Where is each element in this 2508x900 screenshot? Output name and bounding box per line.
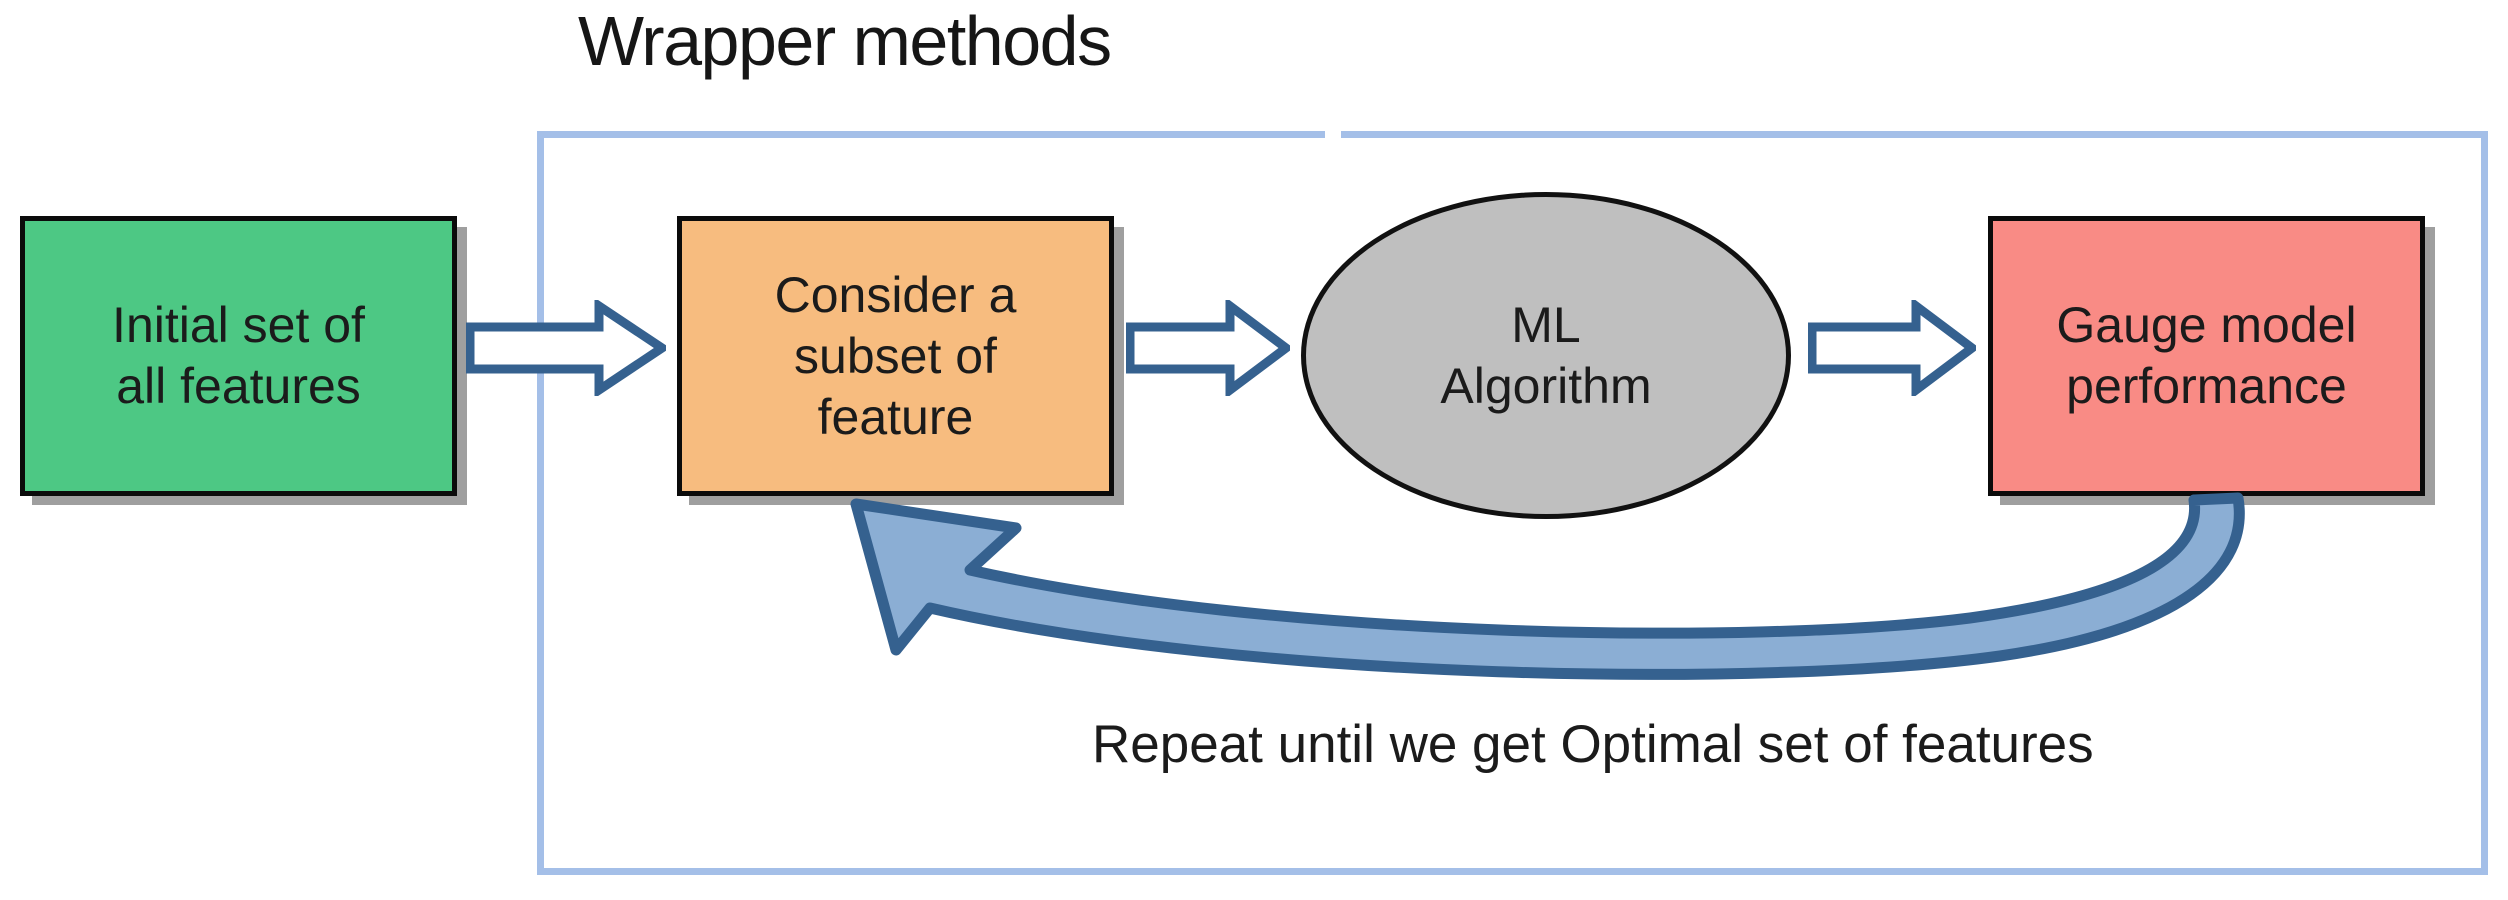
node-initial-label: Initial set of all features bbox=[104, 295, 373, 417]
frame-title-notch bbox=[1325, 124, 1341, 146]
node-ml-line1: ML bbox=[1511, 296, 1581, 353]
arrow-initial-to-subset bbox=[466, 300, 666, 396]
node-initial-line1: Initial set of bbox=[112, 297, 365, 353]
node-gauge-label: Gauge model performance bbox=[2048, 295, 2364, 417]
node-gauge-line1: Gauge model bbox=[2056, 297, 2357, 353]
arrow-ml-to-gauge bbox=[1808, 300, 1976, 396]
node-gauge-line2: performance bbox=[2066, 358, 2347, 414]
page-title: Wrapper methods bbox=[578, 2, 1112, 80]
node-ml-label: ML Algorithm bbox=[1440, 295, 1651, 417]
node-ml-algorithm: ML Algorithm bbox=[1301, 192, 1791, 519]
feedback-caption: Repeat until we get Optimal set of featu… bbox=[1092, 715, 2094, 774]
node-consider-subset-of-feature: Consider a subset of feature bbox=[677, 216, 1114, 496]
node-subset-line3: feature bbox=[817, 388, 974, 445]
arrow-feedback-repeat-loop bbox=[850, 492, 2245, 680]
node-initial-set-of-all-features: Initial set of all features bbox=[20, 216, 457, 496]
wrapper-methods-frame bbox=[537, 131, 2488, 875]
node-subset-label: Consider a subset of feature bbox=[767, 265, 1025, 448]
arrow-subset-to-ml bbox=[1126, 300, 1290, 396]
node-gauge-model-performance: Gauge model performance bbox=[1988, 216, 2425, 496]
node-subset-line1: Consider a bbox=[774, 266, 1017, 323]
node-initial-line2: all features bbox=[116, 358, 361, 414]
node-subset-line2: subset of bbox=[794, 327, 997, 384]
node-ml-line2: Algorithm bbox=[1440, 357, 1652, 414]
